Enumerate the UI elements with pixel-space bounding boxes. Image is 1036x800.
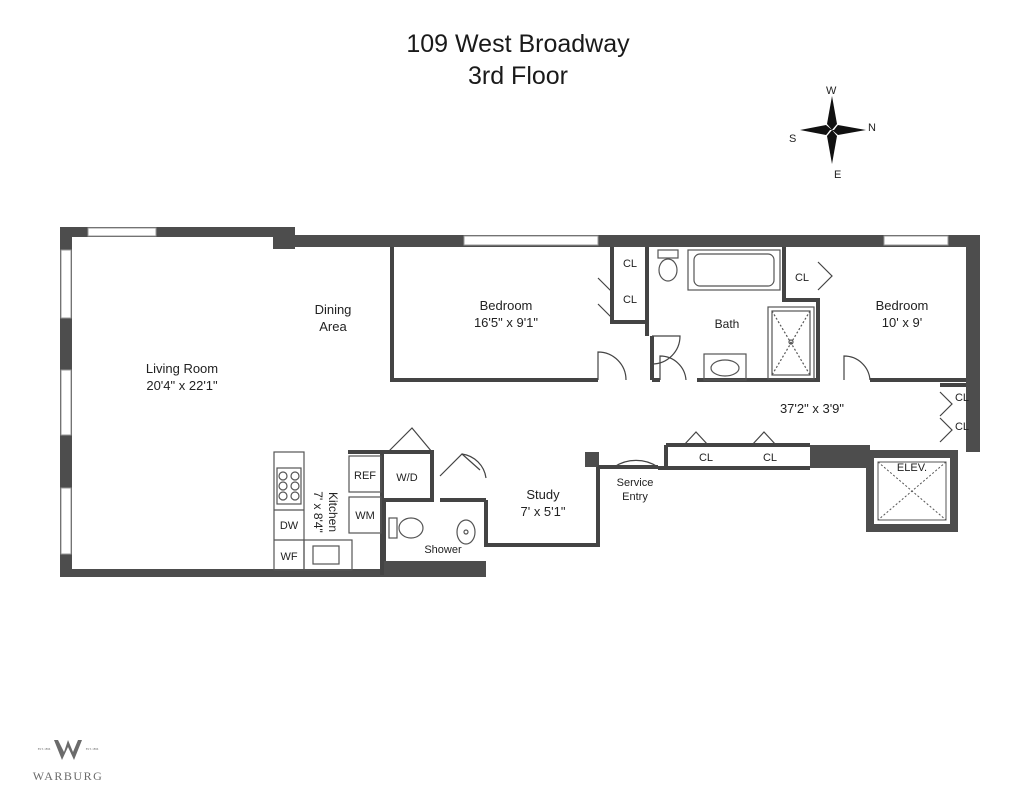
closet-label: CL — [763, 452, 777, 464]
washer-dryer-label: W/D — [396, 472, 417, 484]
dishwasher-label: DW — [280, 520, 299, 532]
study-label: Study — [526, 487, 560, 502]
warburg-logo: WARBURG EST. 1896 EST. 1896 — [33, 740, 104, 783]
bathtub-icon — [687, 249, 781, 291]
dining-area-label-line2: Area — [319, 319, 347, 334]
closet-label: CL — [955, 392, 969, 404]
service-entry-label-line2: Entry — [622, 491, 648, 503]
closet-label: CL — [955, 421, 969, 433]
closet-label: CL — [699, 452, 713, 464]
fixture-labels: CL CL CL CL CL CL CL REF W/D WM DW WF — [280, 258, 969, 563]
compass-north-label: N — [868, 122, 876, 134]
sink-icon — [703, 353, 747, 381]
living-room-label: Living Room — [146, 361, 218, 376]
washing-machine-label: WM — [355, 510, 375, 522]
bedroom-2-dims: 10' x 9' — [882, 315, 922, 330]
dining-area-label-line1: Dining — [315, 302, 352, 317]
bedroom-1-label: Bedroom — [480, 298, 533, 313]
compass-rose-icon: W N S E — [789, 85, 876, 181]
address-title: 109 West Broadway — [406, 30, 630, 58]
floor-title: 3rd Floor — [467, 62, 569, 90]
closet-label: CL — [623, 294, 637, 306]
living-room-dims: 20'4" x 22'1" — [146, 378, 218, 393]
elevator-icon — [877, 461, 947, 521]
doors — [387, 261, 953, 479]
elevator-label: ELEV. — [897, 462, 927, 474]
warburg-logo-est-left: EST. 1896 — [38, 747, 51, 751]
refrigerator-label: REF — [354, 470, 376, 482]
compass-south-label: S — [789, 133, 796, 145]
compass-west-label: W — [826, 85, 837, 97]
warburg-logo-est-right: EST. 1896 — [86, 747, 99, 751]
study-dims: 7' x 5'1" — [521, 504, 566, 519]
shower-stall-icon — [767, 306, 815, 380]
hallway-dims: 37'2" x 3'9" — [780, 401, 844, 416]
kitchen-counters — [273, 451, 382, 571]
closet-label: CL — [623, 258, 637, 270]
room-labels: Living Room 20'4" x 22'1" Dining Area Be… — [146, 298, 929, 556]
wine-fridge-label: WF — [280, 551, 297, 563]
stove-icon — [276, 467, 302, 505]
shower-room-fixtures-icon — [388, 517, 476, 545]
bedroom-1-dims: 16'5" x 9'1" — [474, 315, 538, 330]
warburg-logo-text: WARBURG — [33, 769, 104, 783]
compass-east-label: E — [834, 169, 841, 181]
toilet-icon — [657, 249, 679, 282]
shower-label: Shower — [424, 544, 462, 556]
kitchen-dims: 7' x 8'4" — [311, 491, 325, 533]
bath-label: Bath — [715, 317, 740, 331]
service-entry-label-line1: Service — [617, 477, 654, 489]
interior-walls — [348, 247, 966, 575]
kitchen-label: Kitchen — [326, 492, 340, 532]
windows — [60, 227, 949, 555]
bedroom-2-label: Bedroom — [876, 298, 929, 313]
closet-label: CL — [795, 272, 809, 284]
